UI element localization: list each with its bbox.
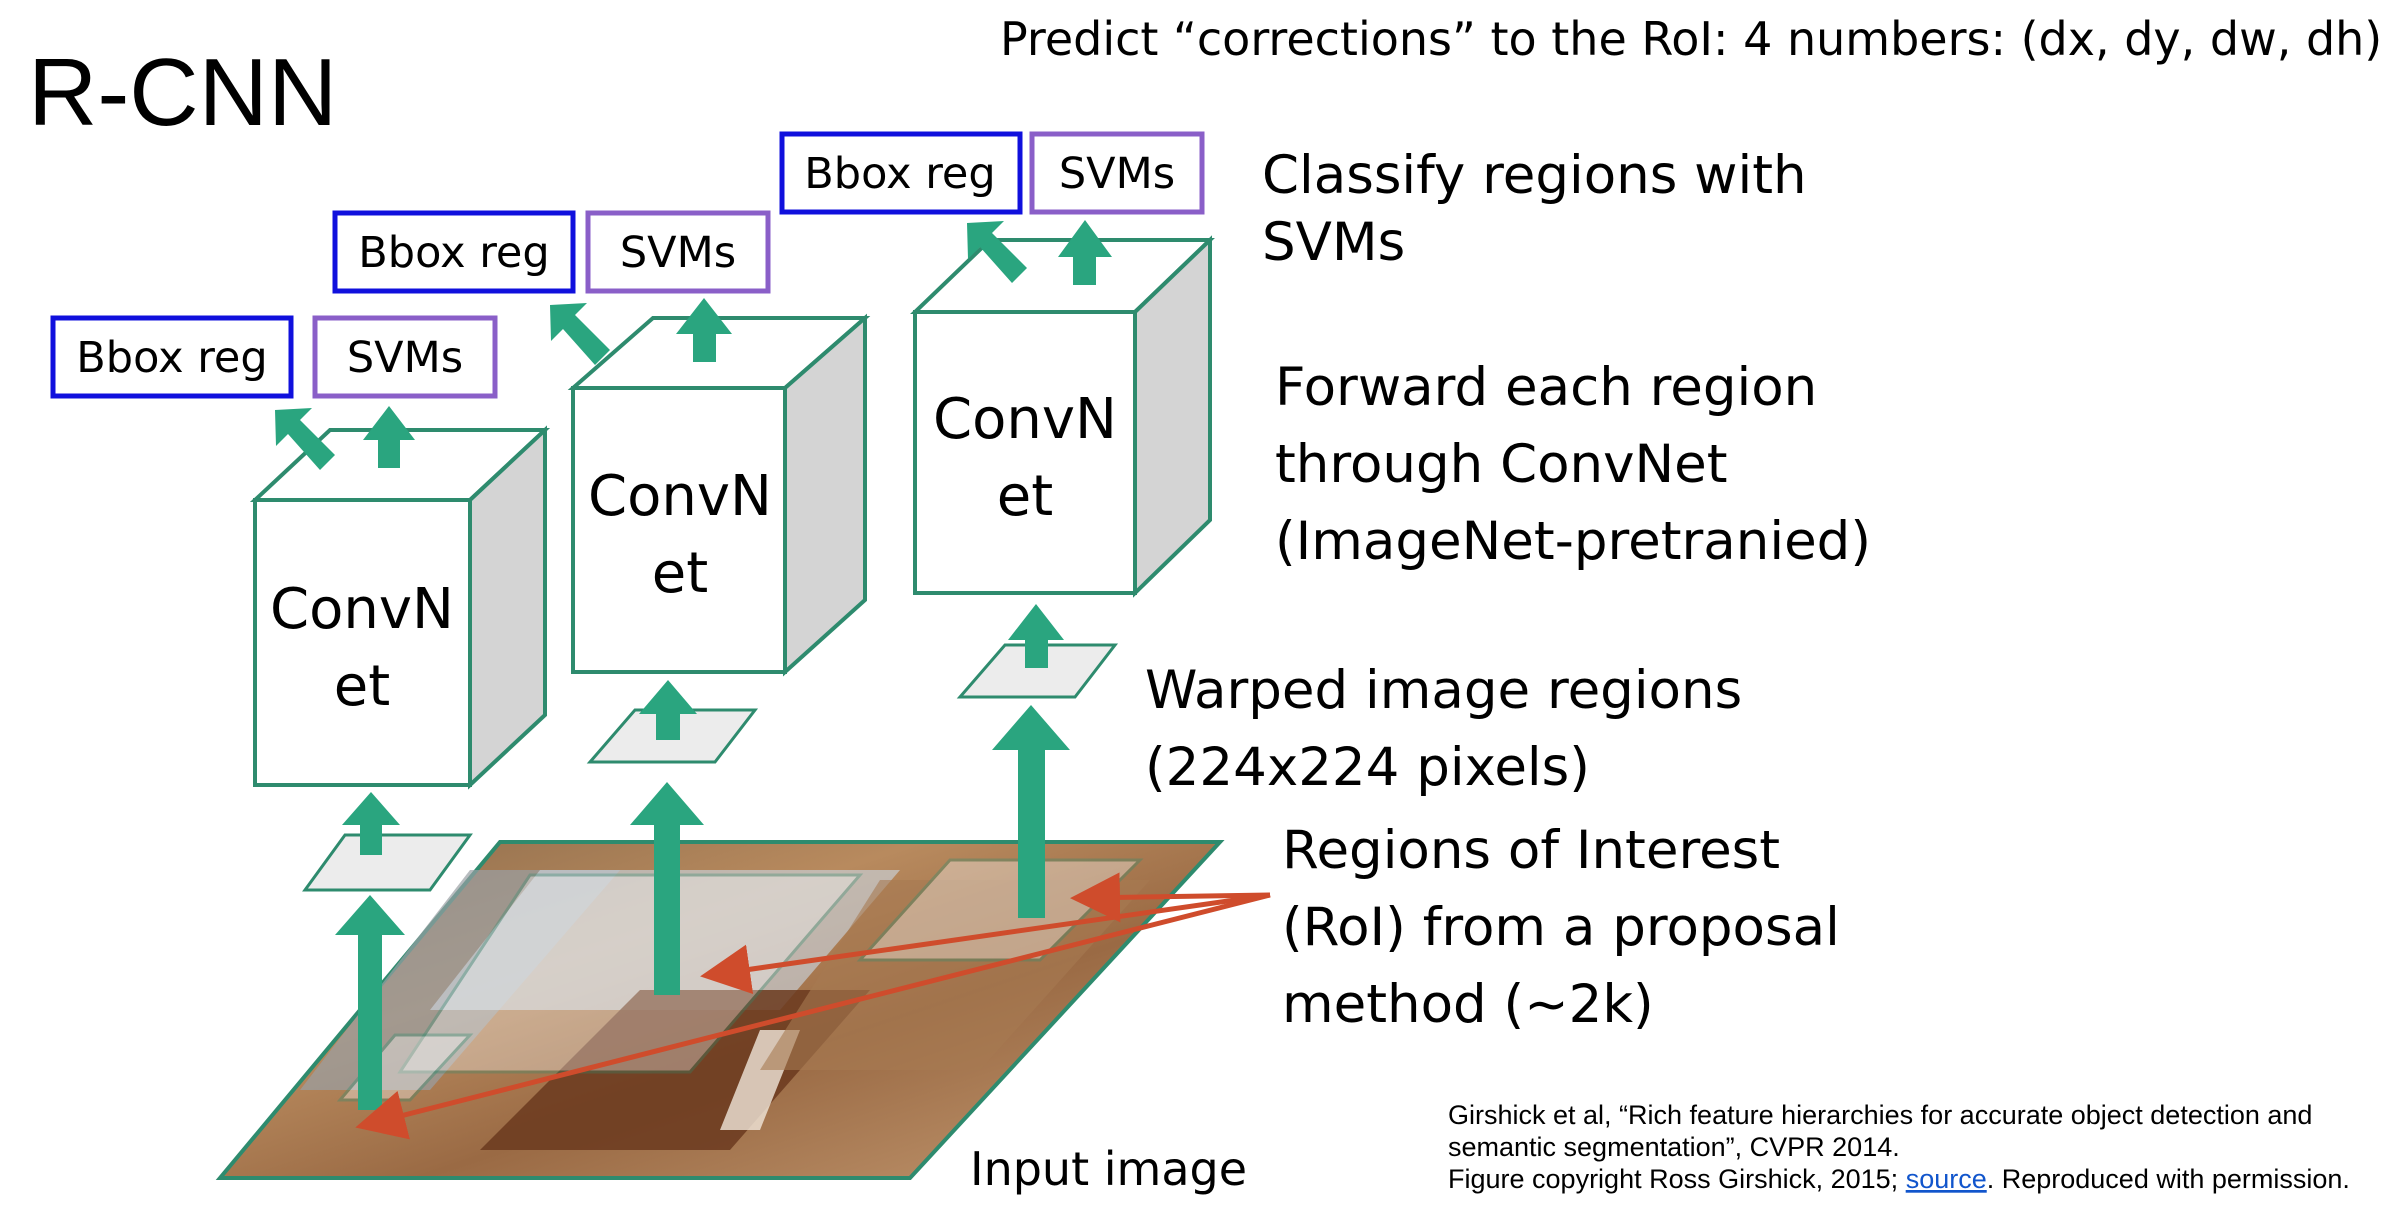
bbox-reg-label: Bbox reg	[358, 228, 549, 278]
input-image-label: Input image	[970, 1142, 1247, 1196]
page-title: R-CNN	[28, 39, 337, 146]
bbox-reg-label: Bbox reg	[804, 149, 995, 199]
input-image	[215, 840, 1225, 1180]
bbox-reg-box	[779, 131, 1023, 215]
diagonal-arrow-icon	[967, 221, 1027, 283]
svms-box	[585, 210, 771, 294]
convnet-label: et	[334, 654, 390, 719]
tower-2: ConvN et Bbox reg SVMs	[332, 210, 871, 995]
annotation-classify: Classify regions with SVMs	[1262, 145, 1823, 273]
up-arrow-icon	[676, 298, 732, 362]
citation: Girshick et al, “Rich feature hierarchie…	[1448, 1100, 2350, 1194]
convnet-label: et	[652, 541, 708, 606]
convnet-label: ConvN	[588, 464, 772, 529]
up-arrow-icon	[342, 792, 400, 855]
convnet-label: ConvN	[933, 387, 1117, 452]
diagonal-arrow-icon	[275, 408, 335, 470]
svms-box	[1029, 131, 1205, 215]
svms-label: SVMs	[1059, 149, 1175, 199]
diagonal-arrow-icon	[550, 303, 610, 365]
bbox-reg-box	[332, 210, 576, 294]
citation-line-3: Figure copyright Ross Girshick, 2015; so…	[1448, 1164, 2350, 1194]
up-arrow-icon	[363, 406, 415, 468]
svms-box	[312, 315, 498, 399]
up-arrow-icon	[992, 705, 1070, 918]
source-link[interactable]: source	[1906, 1164, 1987, 1194]
bbox-reg-label: Bbox reg	[76, 333, 267, 383]
annotation-forward: Forward each region through ConvNet (Ima…	[1275, 357, 1871, 572]
warped-region-3	[956, 643, 1119, 699]
tower-1: ConvN et Bbox reg SVMs	[50, 315, 551, 1110]
roi-pointers	[355, 872, 1271, 1140]
up-arrow-icon	[630, 782, 704, 995]
convnet-label: et	[997, 464, 1053, 529]
bbox-reg-box	[50, 315, 294, 399]
citation-line-2: semantic segmentation”, CVPR 2014.	[1448, 1132, 1900, 1162]
up-arrow-icon	[1008, 604, 1064, 668]
svms-label: SVMs	[620, 228, 736, 278]
annotation-predict: Predict “corrections” to the RoI: 4 numb…	[1000, 12, 2382, 66]
annotation-warped: Warped image regions (224x224 pixels)	[1145, 660, 1759, 798]
svms-label: SVMs	[347, 333, 463, 383]
up-arrow-icon	[335, 895, 405, 1110]
convnet-label: ConvN	[270, 577, 454, 642]
annotation-roi: Regions of Interest (RoI) from a proposa…	[1282, 820, 1857, 1035]
citation-line-1: Girshick et al, “Rich feature hierarchie…	[1448, 1100, 2312, 1130]
up-arrow-icon	[639, 680, 697, 740]
warped-region-1	[302, 833, 473, 892]
up-arrow-icon	[1058, 220, 1112, 285]
tower-3: ConvN et Bbox reg SVMs	[779, 131, 1215, 918]
